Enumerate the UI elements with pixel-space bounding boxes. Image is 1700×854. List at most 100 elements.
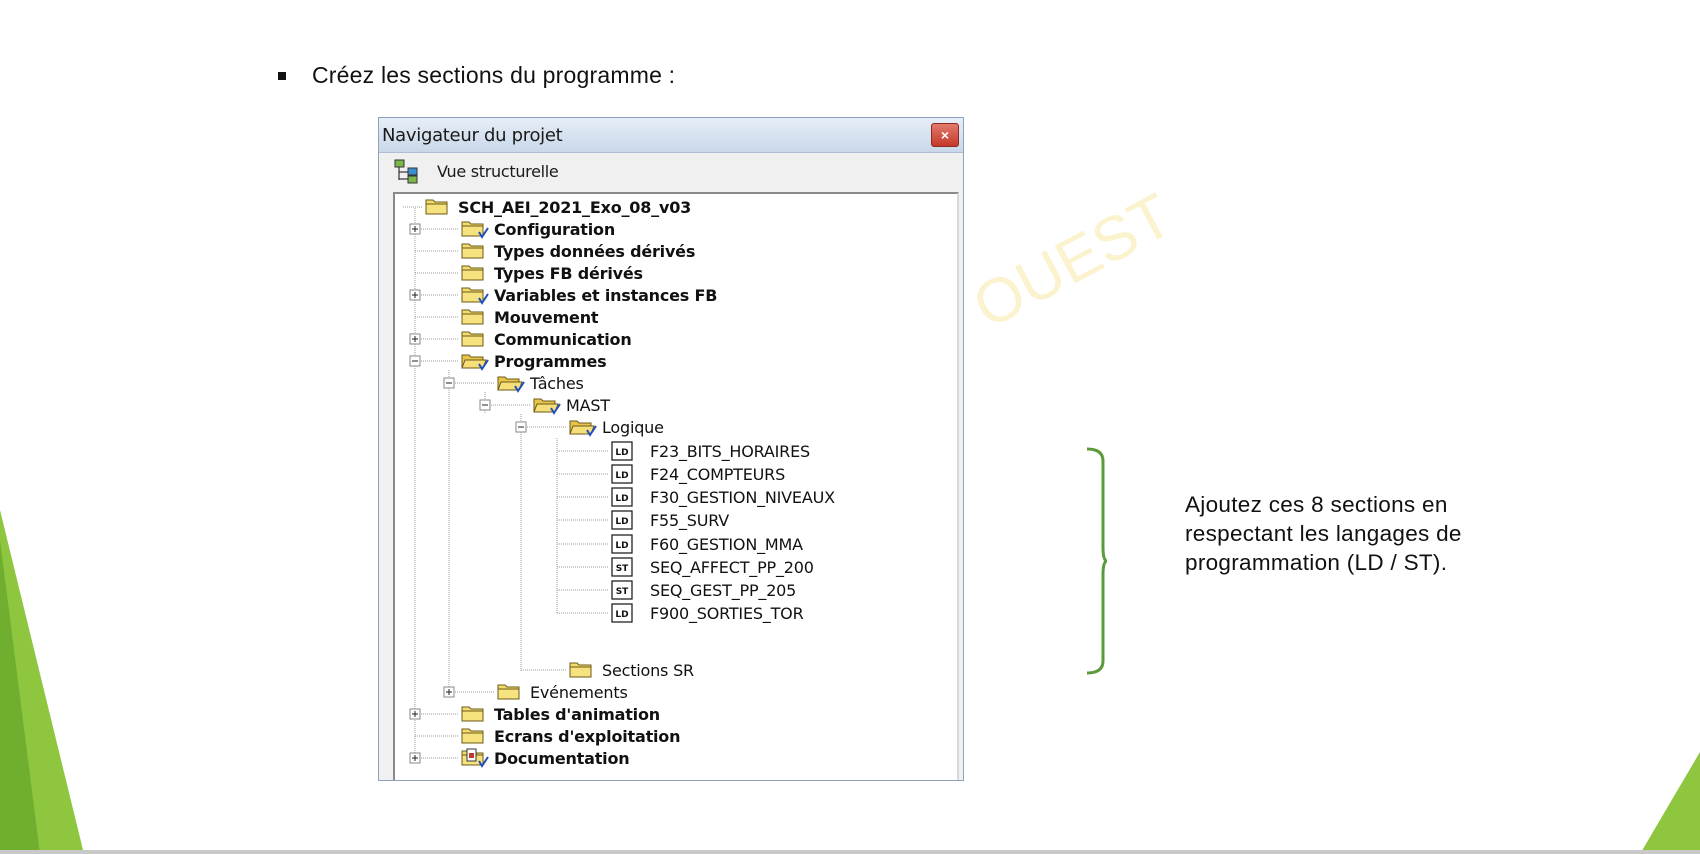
tree-node-folder-events[interactable]: Evénements xyxy=(497,681,628,703)
close-icon: × xyxy=(940,127,950,143)
tree-node-section-seq-gest[interactable]: ST SEQ_GEST_PP_205 xyxy=(611,579,796,601)
tree-node-label: Documentation xyxy=(494,748,630,768)
open-folder-icon xyxy=(497,373,525,393)
tree-node-section-f60[interactable]: LD F60_GESTION_MMA xyxy=(611,533,803,555)
tree-node-label: Ecrans d'exploitation xyxy=(494,726,681,746)
open-folder-icon xyxy=(533,395,561,415)
svg-text:LD: LD xyxy=(615,517,628,527)
instruction-note: Ajoutez ces 8 sections en respectant les… xyxy=(1185,490,1525,577)
tree-node-label: F30_GESTION_NIVEAUX xyxy=(650,487,835,507)
tree-node-folder-derived-data-types[interactable]: Types données dérivés xyxy=(461,240,695,262)
svg-text:LD: LD xyxy=(615,448,628,458)
tree-node-folder-configuration[interactable]: Configuration xyxy=(461,218,615,240)
ld-section-icon: LD xyxy=(611,603,633,623)
tree-node-folder-operator-screens[interactable]: Ecrans d'exploitation xyxy=(461,725,680,747)
tree-node-folder-logic[interactable]: Logique xyxy=(569,416,664,438)
tree-node-label: Evénements xyxy=(530,682,628,702)
tree-node-section-seq-affect[interactable]: ST SEQ_AFFECT_PP_200 xyxy=(611,556,814,578)
svg-text:LD: LD xyxy=(615,610,628,620)
folder-icon xyxy=(461,241,489,261)
folder-icon xyxy=(569,660,597,680)
tree-node-label: Programmes xyxy=(494,351,607,371)
svg-text:ST: ST xyxy=(616,587,629,597)
tree-node-label: SEQ_AFFECT_PP_200 xyxy=(650,557,814,577)
tree-node-label: F900_SORTIES_TOR xyxy=(650,603,804,623)
tree-node-folder-tasks[interactable]: Tâches xyxy=(497,372,584,394)
tree-node-folder-variables-fb-instances[interactable]: Variables et instances FB xyxy=(461,284,717,306)
ld-section-icon: LD xyxy=(611,464,633,484)
st-section-icon: ST xyxy=(611,580,633,600)
structural-view-label[interactable]: Vue structurelle xyxy=(437,161,559,181)
tree-node-label: Variables et instances FB xyxy=(494,285,718,305)
tree-node-label: F60_GESTION_MMA xyxy=(650,534,803,554)
tree-node-section-f24[interactable]: LD F24_COMPTEURS xyxy=(611,463,785,485)
tree-node-label: F24_COMPTEURS xyxy=(650,464,786,484)
bottom-divider xyxy=(0,850,1700,854)
tree-node-section-f23[interactable]: LD F23_BITS_HORAIRES xyxy=(611,440,810,462)
tree-node-label: Tables d'animation xyxy=(494,704,660,724)
tree-node-label: Communication xyxy=(494,329,632,349)
folder-icon xyxy=(497,682,525,702)
folder-icon xyxy=(461,704,489,724)
tree-node-folder-mast[interactable]: MAST xyxy=(533,394,610,416)
st-section-icon: ST xyxy=(611,557,633,577)
folder-icon xyxy=(461,748,489,768)
note-line-3: programmation (LD / ST). xyxy=(1185,550,1448,575)
ld-section-icon: LD xyxy=(611,487,633,507)
structural-view-icon[interactable] xyxy=(393,158,421,184)
tree-node-folder-derived-fb-types[interactable]: Types FB dérivés xyxy=(461,262,643,284)
folder-icon xyxy=(425,197,453,217)
tree-node-label: Mouvement xyxy=(494,307,599,327)
note-line-1: Ajoutez ces 8 sections en xyxy=(1185,492,1448,517)
tree-node-label: Tâches xyxy=(530,373,584,393)
tree-node-folder-communication[interactable]: Communication xyxy=(461,328,632,350)
tree-node-folder-motion[interactable]: Mouvement xyxy=(461,306,599,328)
tree-node-section-f30[interactable]: LD F30_GESTION_NIVEAUX xyxy=(611,486,835,508)
tree-node-label: SCH_AEI_2021_Exo_08_v03 xyxy=(458,197,692,217)
tree-node-label: MAST xyxy=(566,395,610,415)
tree-node-label: SEQ_GEST_PP_205 xyxy=(650,580,797,600)
tree-node-label: Types données dérivés xyxy=(494,241,696,261)
tree-node-label: Logique xyxy=(602,417,664,437)
open-folder-icon xyxy=(569,417,597,437)
ld-section-icon: LD xyxy=(611,534,633,554)
watermark: OUEST xyxy=(962,180,1184,342)
folder-icon xyxy=(461,219,489,239)
close-button[interactable]: × xyxy=(931,123,959,147)
decorative-green-triangle-left xyxy=(0,510,84,854)
tree-node-label: F55_SURV xyxy=(650,510,730,530)
tree-node-section-f55[interactable]: LD F55_SURV xyxy=(611,509,729,531)
svg-text:ST: ST xyxy=(616,564,629,574)
project-browser-window: Navigateur du projet × Vue structurelle … xyxy=(378,117,964,781)
tree-node-project-root[interactable]: SCH_AEI_2021_Exo_08_v03 xyxy=(425,196,691,218)
ld-section-icon: LD xyxy=(611,510,633,530)
tree-node-folder-documentation[interactable]: Documentation xyxy=(461,747,630,769)
tree-node-label: Configuration xyxy=(494,219,616,239)
window-titlebar[interactable]: Navigateur du projet × xyxy=(379,118,963,153)
svg-text:LD: LD xyxy=(615,541,628,551)
folder-icon xyxy=(461,263,489,283)
instruction-text: Créez les sections du programme : xyxy=(312,62,676,88)
tree-node-label: F23_BITS_HORAIRES xyxy=(650,441,810,461)
svg-text:LD: LD xyxy=(615,471,628,481)
tree-node-label: Types FB dérivés xyxy=(494,263,643,283)
folder-icon xyxy=(461,307,489,327)
folder-icon xyxy=(461,329,489,349)
note-line-2: respectant les langages de xyxy=(1185,521,1462,546)
instruction-bullet: Créez les sections du programme : xyxy=(276,62,675,89)
tree-node-folder-programs[interactable]: Programmes xyxy=(461,350,607,372)
tree-connector-lines xyxy=(403,206,609,764)
folder-icon xyxy=(461,726,489,746)
window-title: Navigateur du projet xyxy=(382,124,563,146)
tree-node-section-f900[interactable]: LD F900_SORTIES_TOR xyxy=(611,602,804,624)
ld-section-icon: LD xyxy=(611,441,633,461)
tree-node-folder-sr-sections[interactable]: Sections SR xyxy=(569,659,694,681)
bullet-marker xyxy=(278,71,286,80)
view-toolbar: Vue structurelle xyxy=(379,153,963,189)
grouping-brace xyxy=(1086,447,1108,675)
tree-node-folder-animation-tables[interactable]: Tables d'animation xyxy=(461,703,660,725)
svg-text:LD: LD xyxy=(615,494,628,504)
folder-icon xyxy=(461,285,489,305)
decorative-green-triangle-right xyxy=(1640,752,1700,854)
